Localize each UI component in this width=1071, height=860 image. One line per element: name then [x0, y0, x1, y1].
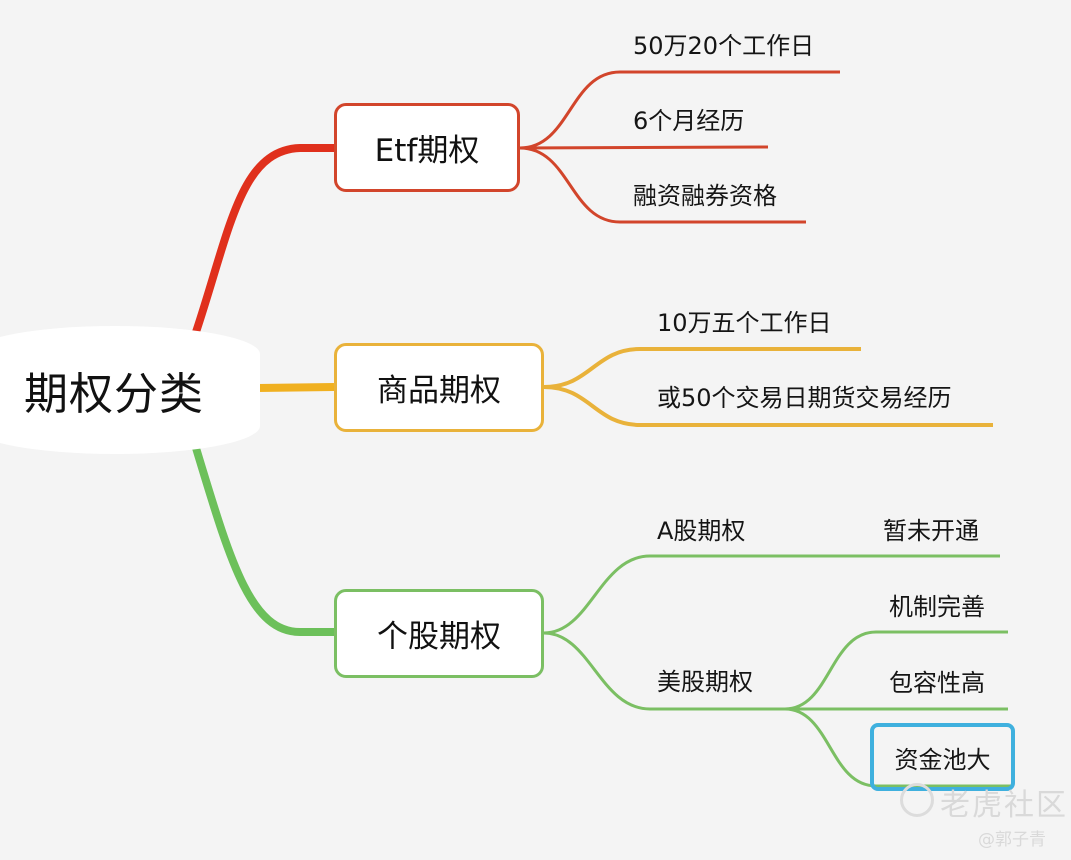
- subbranch-node-a-share[interactable]: A股期权: [657, 517, 746, 545]
- branch-label: 商品期权: [377, 373, 501, 409]
- leaf-node-selected[interactable]: 资金池大: [870, 723, 1015, 791]
- connector-commodity-leaf-2: [543, 385, 993, 427]
- leaf-node[interactable]: 融资融券资格: [633, 182, 777, 210]
- watermark-author: @郭子青: [978, 830, 1046, 850]
- connector-root-etf: [192, 144, 334, 334]
- connector-us-leaf-1: [784, 630, 1008, 711]
- leaf-label: 资金池大: [894, 745, 991, 774]
- branch-node-stock[interactable]: 个股期权: [334, 589, 544, 678]
- connector-etf-leaf-1: [519, 70, 840, 150]
- branch-node-etf[interactable]: Etf期权: [334, 103, 520, 192]
- connector-stock-us: [543, 631, 785, 711]
- leaf-node[interactable]: 暂未开通: [883, 517, 979, 545]
- subbranch-node-us-stock[interactable]: 美股期权: [657, 668, 753, 696]
- connector-etf-leaf-2: [519, 145, 769, 150]
- connector-root-commodity: [257, 383, 335, 392]
- connector-us-leaf-3: [784, 707, 1012, 788]
- leaf-node[interactable]: 50万20个工作日: [633, 32, 815, 60]
- leaf-node[interactable]: 6个月经历: [633, 107, 745, 135]
- leaf-node[interactable]: 机制完善: [889, 593, 985, 621]
- tiger-logo-icon: [900, 783, 934, 817]
- leaf-node[interactable]: 10万五个工作日: [657, 309, 832, 337]
- watermark-brand: 老虎社区: [940, 788, 1068, 823]
- root-node-label: 期权分类: [24, 369, 204, 420]
- branch-label: 个股期权: [377, 619, 501, 655]
- branch-label: Etf期权: [374, 133, 480, 169]
- connector-etf-leaf-3: [519, 146, 806, 224]
- root-node[interactable]: [0, 326, 260, 454]
- branch-node-commodity[interactable]: 商品期权: [334, 343, 544, 432]
- leaf-node[interactable]: 包容性高: [889, 669, 985, 697]
- connector-stock-a: [543, 554, 1000, 635]
- leaf-node[interactable]: 或50个交易日期货交易经历: [657, 384, 952, 412]
- connector-commodity-leaf-1: [543, 347, 861, 389]
- connector-root-stock: [192, 446, 334, 636]
